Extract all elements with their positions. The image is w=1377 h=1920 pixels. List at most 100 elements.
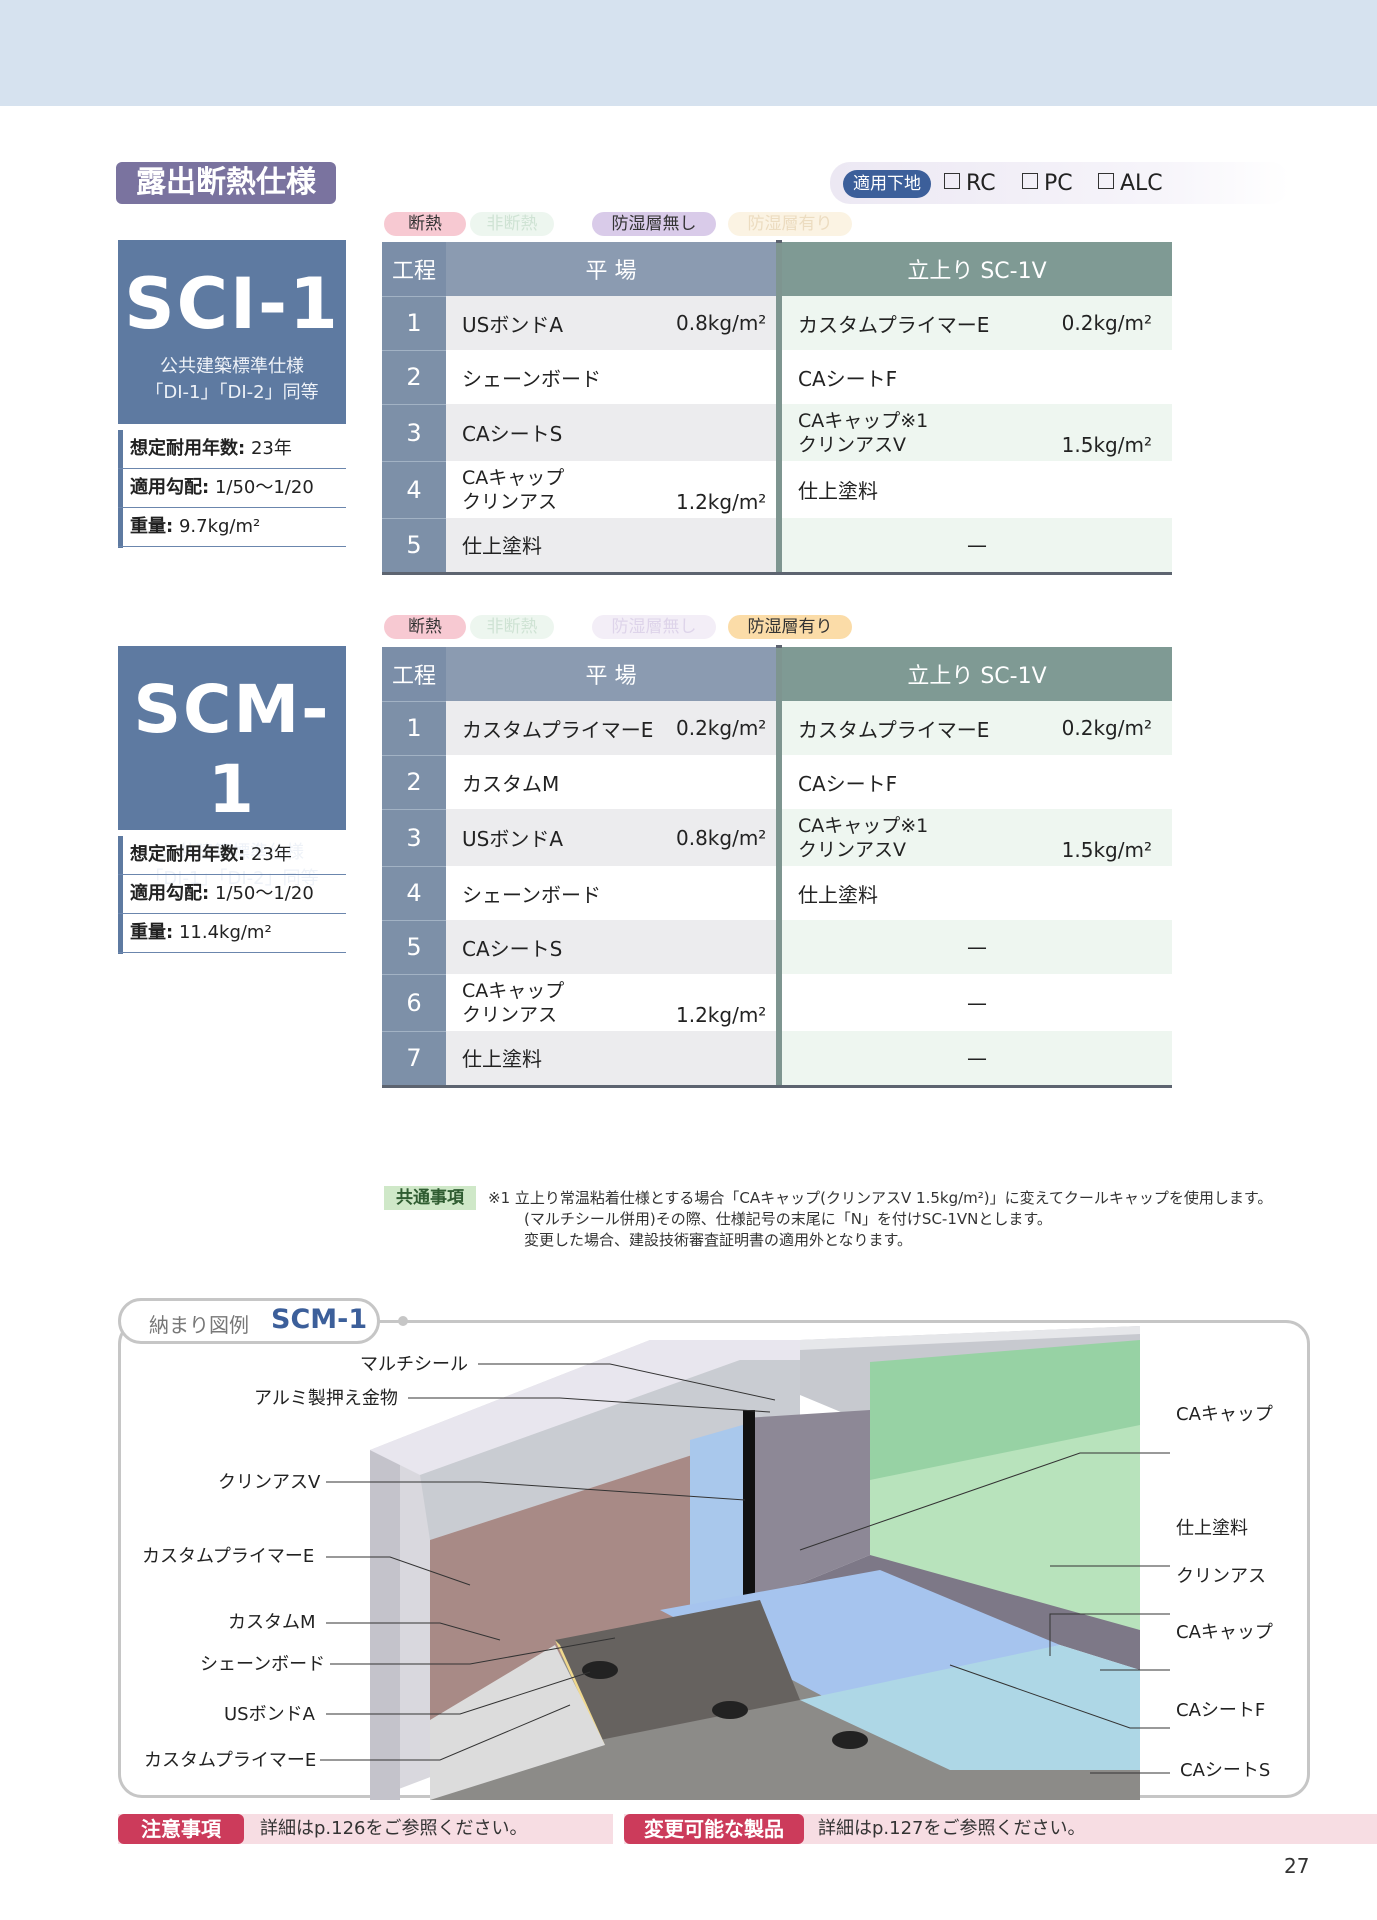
label-custom-primer-e-1: カスタムプライマーE	[142, 1546, 315, 1567]
col-header-flat: 平 場	[446, 646, 776, 701]
flat-amount	[676, 920, 776, 974]
spec-life: 想定耐用年数: 23年	[118, 836, 346, 875]
spec-slope: 適用勾配: 1/50〜1/20	[118, 469, 346, 508]
black-seal-strip	[743, 1410, 755, 1602]
rise-material: カスタムプライマーE	[782, 296, 1032, 350]
table-row: 1 カスタムプライマーE 0.2kg/m² カスタムプライマーE 0.2kg/m…	[382, 700, 1172, 755]
common-note-line-1: ※1 立上り常温粘着仕様とする場合「CAキャップ(クリンアスV 1.5kg/m²…	[488, 1189, 1273, 1207]
column-divider	[776, 404, 782, 461]
checkbox-pc[interactable]: PC	[1022, 168, 1073, 200]
clean-as-v-layer	[690, 1420, 760, 1630]
checkbox-square-icon	[1022, 173, 1038, 189]
rise-material: —	[967, 990, 987, 1015]
column-divider	[776, 701, 782, 755]
table-row: 5 仕上塗料 —	[382, 517, 1172, 575]
insulation-section	[430, 1645, 605, 1800]
pill-insulation: 断熱	[384, 615, 466, 639]
column-divider	[776, 809, 782, 866]
label-ca-cap-1: CAキャップ	[1176, 1404, 1273, 1425]
column-divider	[776, 755, 782, 809]
checkbox-rc[interactable]: RC	[944, 168, 996, 200]
column-divider	[776, 645, 782, 701]
spec-code: SCM-1	[133, 671, 331, 828]
ca-cap-vertical	[745, 1410, 870, 1600]
rise-material: カスタムプライマーE	[782, 701, 1032, 755]
column-divider	[776, 518, 782, 575]
section-title: 露出断熱仕様	[116, 162, 336, 204]
flat-material: USボンドA	[446, 809, 676, 866]
column-divider	[776, 920, 782, 974]
rise-amount: 0.2kg/m²	[1032, 296, 1172, 350]
label-finish-paint: 仕上塗料	[1176, 1518, 1248, 1539]
flat-amount: 0.8kg/m²	[676, 296, 776, 350]
label-ca-sheet-f: CAシートF	[1176, 1700, 1266, 1721]
scm1-code-box: SCM-1 公共建築標準仕様 「DI-1」「DI-2」同等	[118, 646, 346, 889]
rise-amount: 1.5kg/m²	[1032, 809, 1172, 866]
flat-amount	[676, 755, 776, 809]
table-row: 4 CAキャップクリンアス 1.2kg/m² 仕上塗料	[382, 460, 1172, 518]
standard-line-2: 「DI-1」「DI-2」同等	[145, 868, 319, 889]
pill-vapor-barrier: 防湿層有り	[728, 212, 852, 236]
spec-left-bar	[118, 430, 123, 548]
rise-material: 仕上塗料	[798, 479, 878, 503]
step-number: 2	[382, 349, 446, 404]
rise-amount	[1032, 461, 1172, 518]
column-divider	[776, 974, 782, 1031]
changeable-products-text: 詳細はp.127をご参照ください。	[818, 1818, 1086, 1839]
page-number: 27	[1284, 1854, 1310, 1878]
concrete-band	[420, 1360, 800, 1540]
flat-amount	[676, 866, 776, 920]
diagram-tag-label: 納まり図例	[149, 1313, 249, 1337]
pill-no-vapor-barrier: 防湿層無し	[592, 615, 716, 639]
table-row: 7 仕上塗料 —	[382, 1030, 1172, 1088]
label-multi-seal: マルチシール	[360, 1354, 468, 1375]
step-number: 1	[382, 295, 446, 350]
finish-paint-area	[870, 1425, 1140, 1630]
flat-material: 仕上塗料	[446, 518, 676, 575]
rise-material: 仕上塗料	[798, 882, 878, 907]
pill-insulation: 断熱	[384, 212, 466, 236]
rise-material: CAシートF	[798, 771, 898, 796]
rise-material: —	[782, 518, 1172, 575]
flat-amount: 1.2kg/m²	[676, 490, 767, 514]
flat-material: カスタムプライマーE	[446, 701, 676, 755]
anchor-disc	[832, 1731, 868, 1749]
pill-vapor-barrier: 防湿層有り	[728, 615, 852, 639]
col-header-rise: 立上り SC-1V	[782, 646, 1172, 701]
flat-material: 仕上塗料	[446, 1031, 676, 1088]
step-number: 3	[382, 403, 446, 461]
coping-top	[800, 1326, 1140, 1350]
flat-material: シェーンボード	[462, 882, 601, 907]
caution-text: 詳細はp.126をご参照ください。	[260, 1818, 528, 1839]
flat-amount	[676, 404, 776, 461]
rise-amount	[1032, 866, 1172, 920]
checkbox-alc[interactable]: ALC	[1098, 168, 1163, 200]
column-divider	[776, 296, 782, 350]
common-note-line-2: (マルチシール併用)その際、仕様記号の末尾に「N」を付けSC-1VNとします。	[524, 1210, 1052, 1228]
scm1-process-table: 工程 平 場 立上り SC-1V 1 カスタムプライマーE 0.2kg/m² カ…	[382, 645, 1172, 1088]
label-shane-board: シェーンボード	[200, 1654, 326, 1675]
label-ca-sheet-s: CAシートS	[1180, 1760, 1271, 1781]
pill-non-insulation: 非断熱	[470, 615, 554, 639]
flat-material: CAキャップクリンアス	[462, 979, 565, 1026]
step-number: 4	[382, 865, 446, 920]
detail-diagram-tag: 納まり図例 SCM-1	[118, 1298, 380, 1344]
rise-amount	[1032, 755, 1172, 809]
col-header-process: 工程	[382, 646, 446, 701]
step-number: 3	[382, 808, 446, 866]
sci1-code-box: SCI-1 公共建築標準仕様 「DI-1」「DI-2」同等	[118, 240, 346, 424]
step-number: 7	[382, 1030, 446, 1088]
flat-material: シェーンボード	[462, 366, 601, 391]
flat-amount: 0.2kg/m²	[676, 701, 776, 755]
flat-amount	[676, 350, 776, 404]
step-number: 5	[382, 919, 446, 974]
applicable-substrate-tag: 適用下地	[843, 170, 931, 198]
table-row: 4 シェーンボード 仕上塗料	[382, 865, 1172, 920]
step-number: 1	[382, 700, 446, 755]
col-header-rise: 立上り SC-1V	[782, 241, 1172, 296]
flat-amount: 0.8kg/m²	[676, 809, 776, 866]
diagram-tag-dot	[398, 1316, 408, 1326]
rise-amount: 1.5kg/m²	[1032, 404, 1172, 461]
pill-no-vapor-barrier: 防湿層無し	[592, 212, 716, 236]
